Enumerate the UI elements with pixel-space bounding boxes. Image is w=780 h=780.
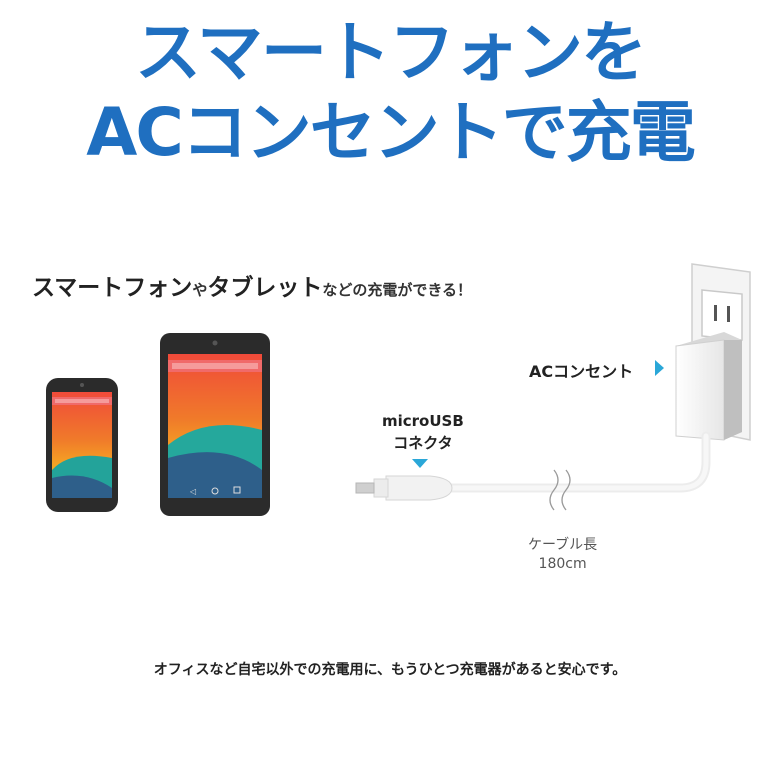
micro-usb-label-line2: コネクタ: [393, 434, 453, 452]
cable-length-label-line2: 180cm: [538, 556, 587, 572]
page-title-line1: スマートフォンを: [134, 14, 647, 91]
ac-outlet-label: ACコンセント: [529, 362, 634, 381]
ac-adapter-illustration: [675, 332, 742, 441]
subtitle-smartphone: スマートフォン: [32, 275, 193, 301]
micro-usb-label: microUSB コネクタ: [382, 410, 464, 454]
micro-usb-arrow-icon: [412, 459, 428, 468]
svg-text:◁: ◁: [189, 487, 196, 496]
usb-cable-illustration: [355, 431, 711, 511]
micro-usb-label-line1: microUSB: [382, 412, 464, 430]
cable-length-label: ケーブル長 180cm: [528, 536, 597, 574]
smartphone-illustration: [46, 378, 118, 512]
cable-length-label-line1: ケーブル長: [528, 537, 598, 553]
page-title-line2: ACコンセントで充電: [86, 94, 696, 171]
subtitle-rest: などの充電ができる！: [322, 281, 473, 299]
tablet-illustration: ◁: [160, 333, 270, 516]
ac-outlet-arrow-icon: [655, 360, 664, 376]
subtitle-or: や: [192, 281, 208, 299]
subtitle-tablet: タブレット: [207, 275, 323, 301]
subtitle: スマートフォンやタブレットなどの充電ができる！: [32, 268, 472, 302]
caption: オフィスなど自宅以外での充電用に、もうひとつ充電器があると安心です。: [153, 662, 627, 678]
